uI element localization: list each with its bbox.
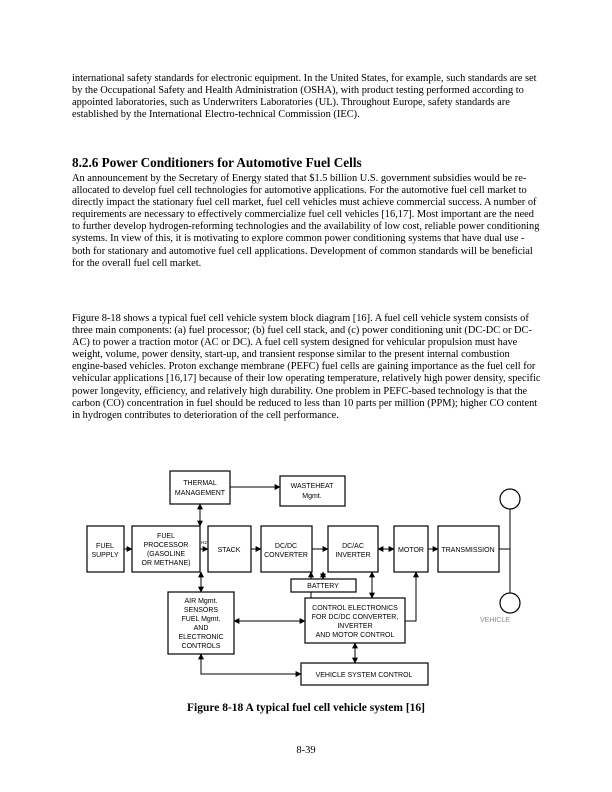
- body-paragraph: Figure 8-18 shows a typical fuel cell ve…: [72, 313, 541, 421]
- battery-label: BATTERY: [307, 583, 339, 590]
- dcac-label: DC/AC: [342, 543, 364, 550]
- wheel-icon: [499, 592, 521, 614]
- transmission-label: TRANSMISSION: [441, 547, 494, 554]
- control-electronics-label: CONTROL ELECTRONICS: [312, 605, 398, 612]
- intro-paragraph: international safety standards for elect…: [72, 73, 537, 121]
- control-electronics-label: AND MOTOR CONTROL: [316, 632, 395, 639]
- control-electronics-label: FOR DC/DC CONVERTER,: [312, 614, 399, 621]
- thermal-label: THERMAL: [183, 480, 217, 487]
- section-heading: 8.2.6 Power Conditioners for Automotive …: [72, 155, 362, 170]
- dcdc-label: DC/DC: [275, 543, 297, 550]
- air-mgmt-label: AND: [194, 625, 209, 632]
- wasteheat-label: Mgmt.: [302, 493, 322, 500]
- wasteheat-label: WASTEHEAT: [291, 483, 335, 490]
- vehicle-label: VEHICLE: [480, 617, 510, 624]
- air-mgmt-label: SENSORS: [184, 607, 219, 614]
- thermal-label: MANAGEMENT: [175, 490, 226, 497]
- fuel-processor-label: PROCESSOR: [144, 542, 189, 549]
- page-number: 8-39: [296, 745, 316, 756]
- air-mgmt-label: AIR Mgmt.: [184, 598, 217, 605]
- dcdc-label: CONVERTER: [264, 552, 308, 559]
- wheel-icon: [499, 488, 521, 510]
- fuel-supply-label: SUPPLY: [91, 552, 118, 559]
- fuel-processor-label: FUEL: [157, 533, 175, 540]
- figure-caption: Figure 8-18 A typical fuel cell vehicle …: [186, 702, 426, 714]
- body-paragraph: An announcement by the Secretary of Ener…: [72, 173, 540, 269]
- fuel-processor-label: OR METHANE): [142, 560, 191, 567]
- fuel-supply-label: FUEL: [96, 543, 114, 550]
- air-mgmt-label: ELECTRONIC: [178, 634, 223, 641]
- fuel-processor-label: (GASOLINE: [147, 551, 185, 558]
- motor-label: MOTOR: [398, 547, 424, 554]
- vehicle-system-control-label: VEHICLE SYSTEM CONTROL: [316, 672, 413, 679]
- fuel-cell-system-diagram: THERMAL MANAGEMENT WASTEHEAT Mgmt. FUEL …: [86, 470, 521, 686]
- stack-label: STACK: [218, 547, 241, 554]
- air-mgmt-label: FUEL Mgmt.: [181, 616, 220, 623]
- control-electronics-label: INVERTER: [337, 623, 372, 630]
- air-mgmt-label: CONTROLS: [182, 643, 221, 650]
- thermal-management-box: [169, 470, 231, 505]
- h2-label: H2: [201, 540, 207, 545]
- wasteheat-box: [279, 475, 346, 507]
- dcac-label: INVERTER: [335, 552, 370, 559]
